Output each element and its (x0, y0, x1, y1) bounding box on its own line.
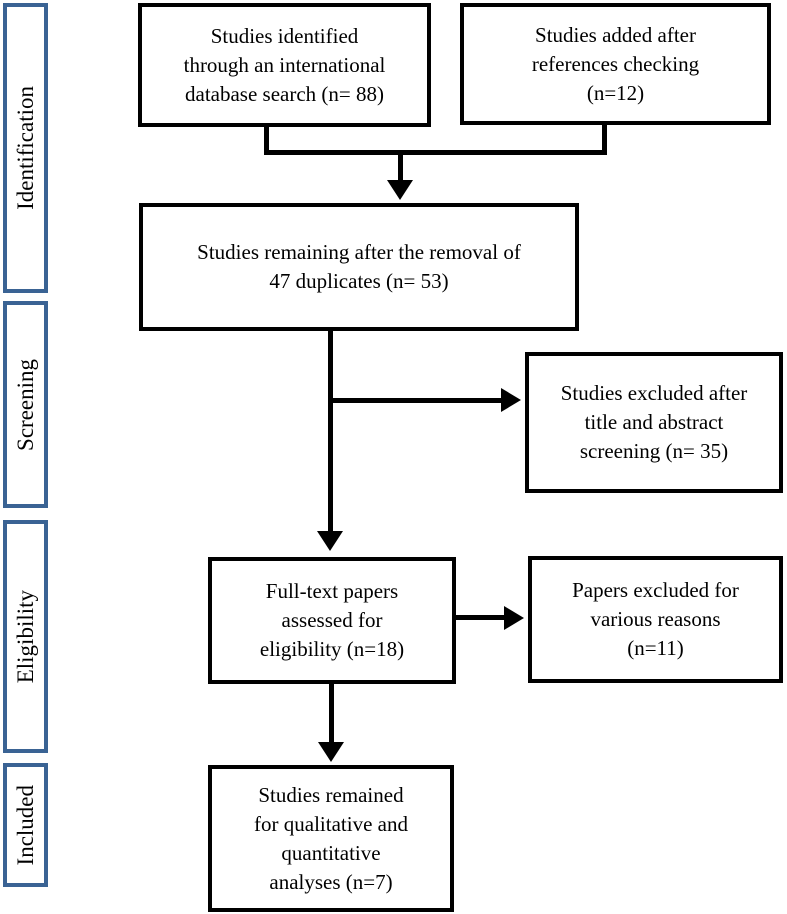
arrowhead-right-to-excluded-various (504, 606, 524, 630)
connector-fulltext-to-excluded-various (454, 615, 506, 620)
connector-references-checking-stub (602, 123, 607, 155)
stage-screening-label: Screening (13, 358, 38, 451)
box-fulltext-assessed: Full-text papers assessed for eligibilit… (208, 557, 456, 684)
connector-merge-down (398, 150, 403, 182)
box-duplicates-removed: Studies remaining after the removal of 4… (139, 203, 579, 331)
box-excluded-title-abstract-text: Studies excluded after title and abstrac… (560, 381, 748, 463)
box-excluded-title-abstract: Studies excluded after title and abstrac… (525, 352, 783, 493)
box-included-analyses-text: Studies remained for qualitative and qua… (254, 782, 408, 894)
connector-branch-to-excluded-title-abstract (330, 398, 503, 403)
connector-database-search-stub (264, 125, 269, 155)
arrowhead-down-to-included-analyses (318, 742, 344, 762)
connector-fulltext-to-included (329, 682, 334, 744)
box-references-checking: Studies added after references checking … (460, 3, 771, 125)
box-database-search-text: Studies identified through an internatio… (183, 23, 386, 106)
stage-screening: Screening (3, 301, 48, 508)
box-duplicates-removed-text: Studies remaining after the removal of 4… (197, 240, 521, 293)
stage-included-label: Included (13, 784, 38, 866)
stage-eligibility-label: Eligibility (13, 589, 38, 684)
box-database-search: Studies identified through an internatio… (138, 3, 431, 127)
stage-identification: Identification (3, 3, 48, 293)
stage-eligibility: Eligibility (3, 520, 48, 753)
connector-merge-horizontal (264, 150, 607, 155)
stage-identification-label: Identification (13, 86, 38, 210)
stage-included: Included (3, 763, 48, 887)
arrowhead-down-to-fulltext-assessed (317, 531, 343, 551)
box-excluded-various: Papers excluded for various reasons (n=1… (528, 556, 783, 683)
box-references-checking-text: Studies added after references checking … (531, 22, 700, 105)
connector-duplicates-to-fulltext (328, 330, 333, 533)
arrowhead-right-to-excluded-title-abstract (501, 388, 521, 412)
box-included-analyses: Studies remained for qualitative and qua… (208, 765, 454, 912)
box-excluded-various-text: Papers excluded for various reasons (n=1… (572, 578, 739, 660)
arrowhead-down-to-duplicates-removed (387, 180, 413, 200)
box-fulltext-assessed-text: Full-text papers assessed for eligibilit… (259, 579, 405, 661)
